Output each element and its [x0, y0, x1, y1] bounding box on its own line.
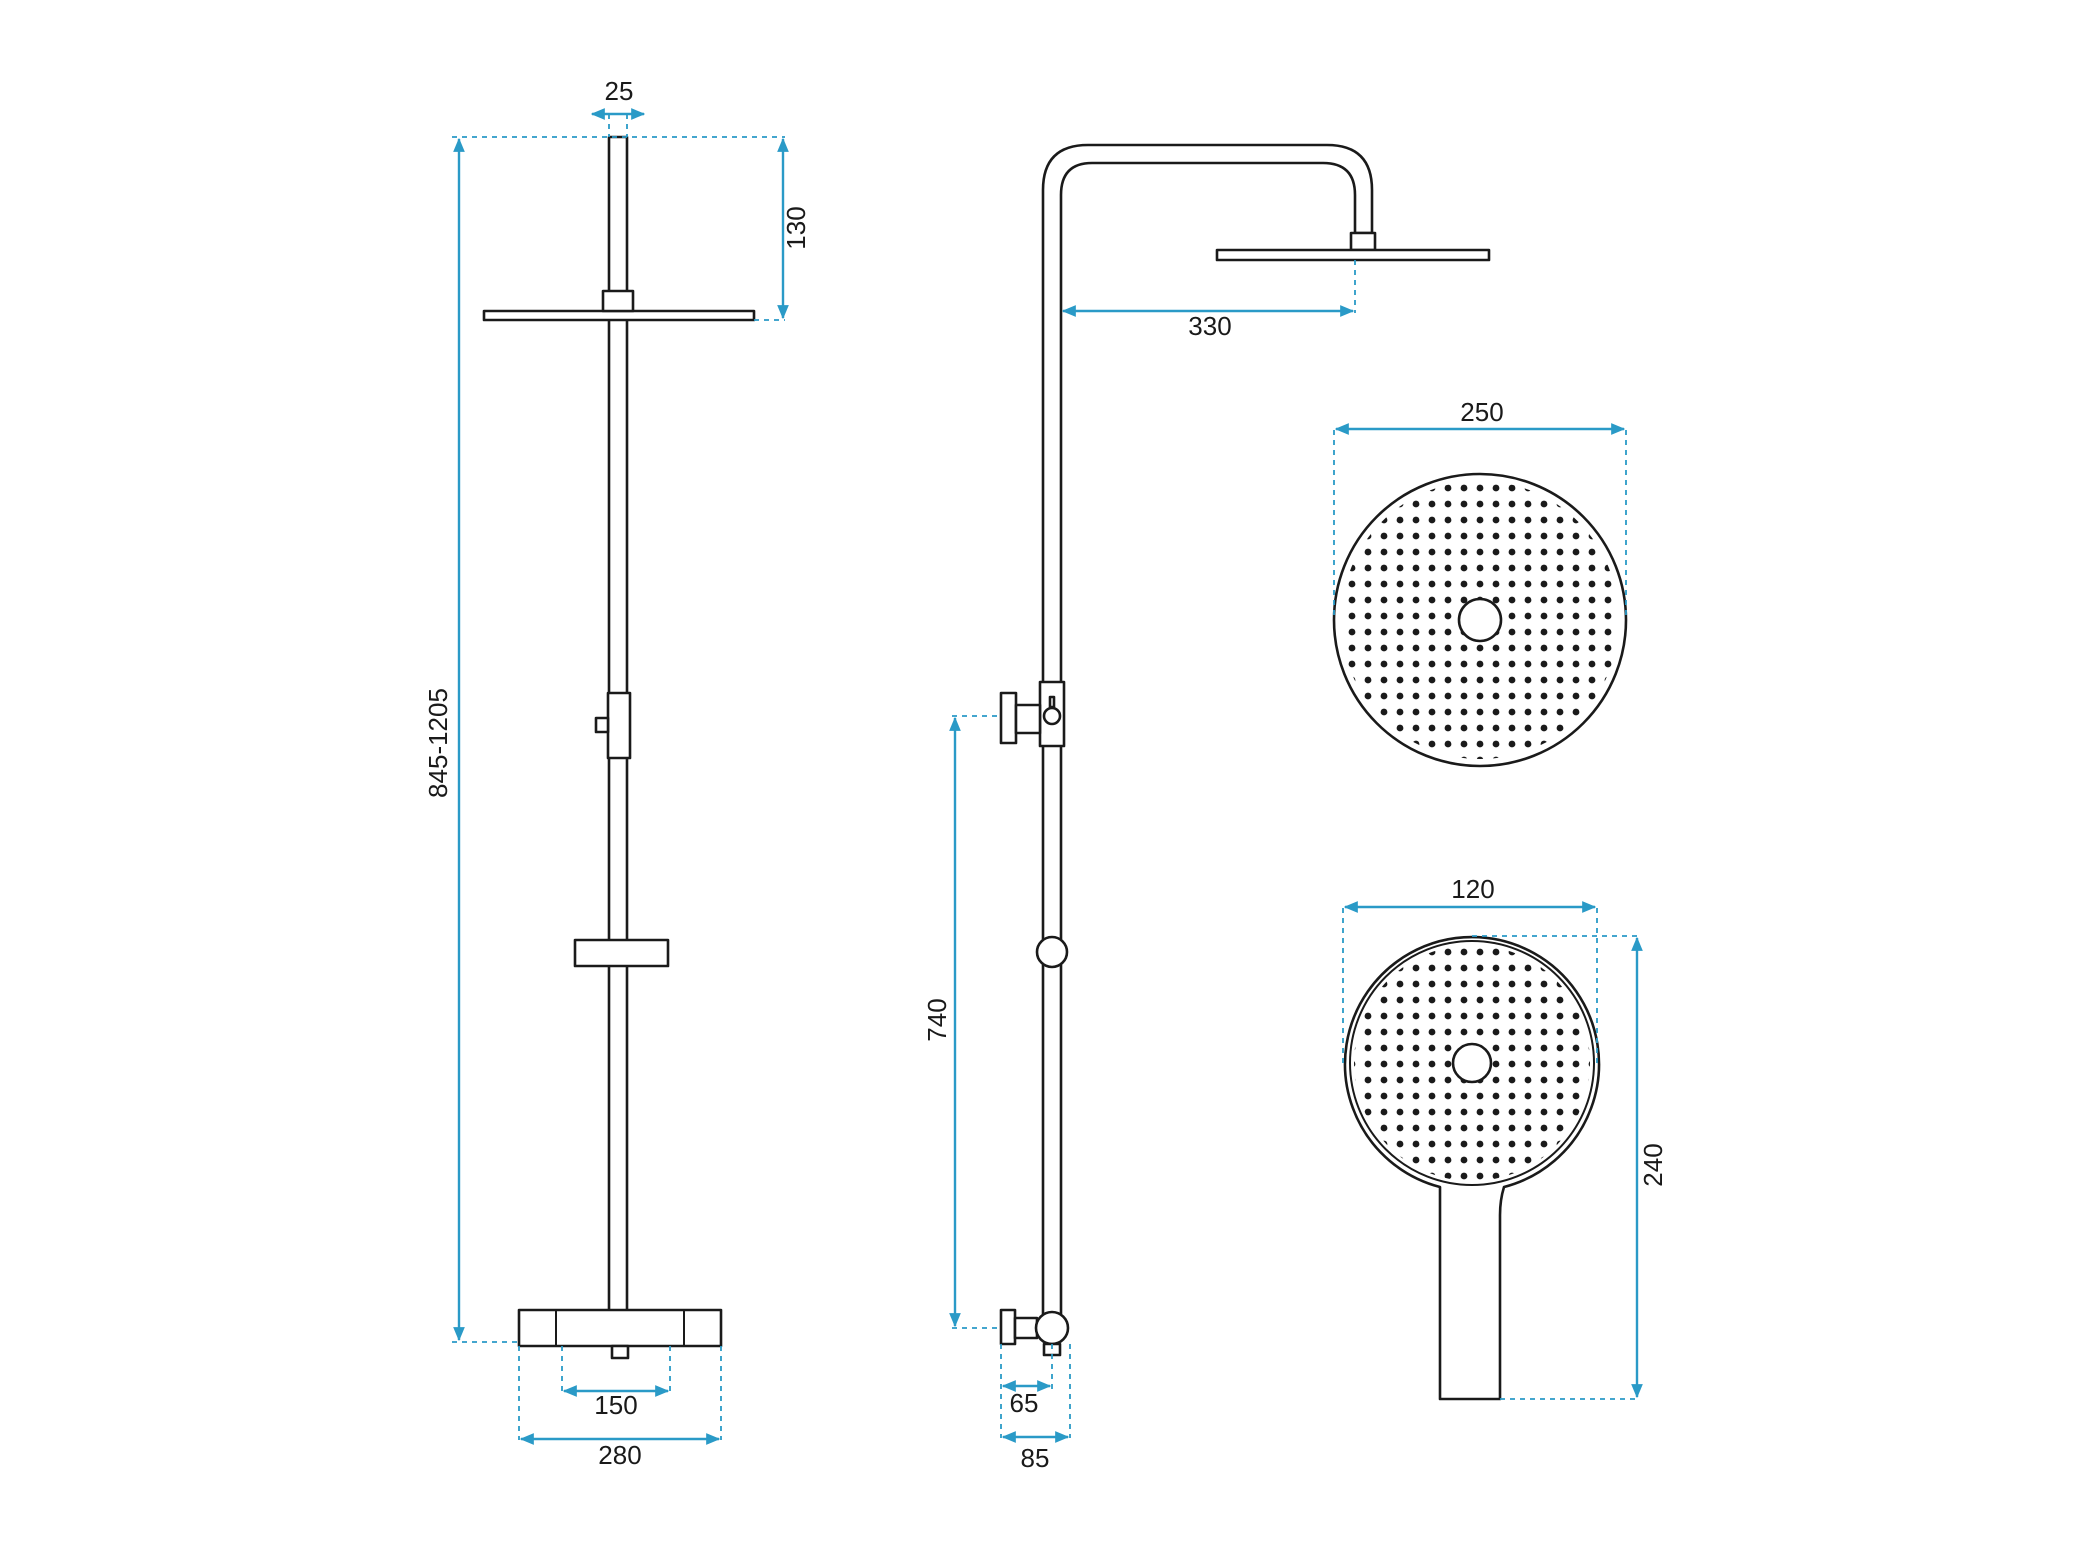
diverter-knob	[999, 691, 1018, 745]
elbow-fitting	[1034, 1310, 1070, 1346]
mixer-outlet-fitting	[610, 1344, 630, 1360]
side-view: 330 740 65 85	[922, 143, 1491, 1473]
head-swivel-joint	[1349, 231, 1377, 252]
height-adjust-clamp	[606, 691, 632, 760]
arm-reach-label: 330	[1188, 311, 1231, 341]
wall-flange	[999, 1308, 1017, 1346]
wall-outer-label: 85	[1021, 1443, 1050, 1473]
wall-nut	[1013, 1316, 1039, 1340]
head-connector	[601, 289, 635, 313]
hand-length-label: 240	[1638, 1143, 1668, 1186]
hand-shower-holder	[573, 938, 670, 968]
diverter-height-label: 740	[922, 998, 952, 1041]
overhead-shower-plate-side	[1215, 248, 1491, 262]
hand-shower-view: 120 240	[1342, 874, 1668, 1401]
hand-shower-face-ring	[1349, 940, 1595, 1186]
front-view: 25 130 845-1205 150 280	[423, 76, 811, 1470]
thermostatic-mixer-body	[517, 1308, 723, 1348]
wall-inner-label: 65	[1010, 1388, 1039, 1418]
head-diameter-label: 250	[1460, 397, 1503, 427]
overhead-shower-plate	[482, 309, 756, 322]
overhead-center-cap	[1457, 597, 1503, 643]
diverter-outlet	[1042, 706, 1062, 726]
hand-center-cap	[1451, 1042, 1493, 1084]
total-height-label: 845-1205	[423, 688, 453, 798]
mixer-width-label: 280	[598, 1440, 641, 1470]
pipe-width-label: 25	[605, 76, 634, 106]
overhead-shower-face-view: 250	[1332, 397, 1628, 768]
hose-connector-ball	[1035, 935, 1069, 969]
riser-with-arm	[1041, 143, 1374, 1324]
diverter-pin	[1048, 695, 1056, 709]
inlet-spacing-label: 150	[594, 1390, 637, 1420]
clamp-screw	[594, 716, 610, 734]
hand-head-width-label: 120	[1451, 874, 1494, 904]
top-to-head-label: 130	[781, 206, 811, 249]
diverter-stem	[1014, 703, 1042, 735]
